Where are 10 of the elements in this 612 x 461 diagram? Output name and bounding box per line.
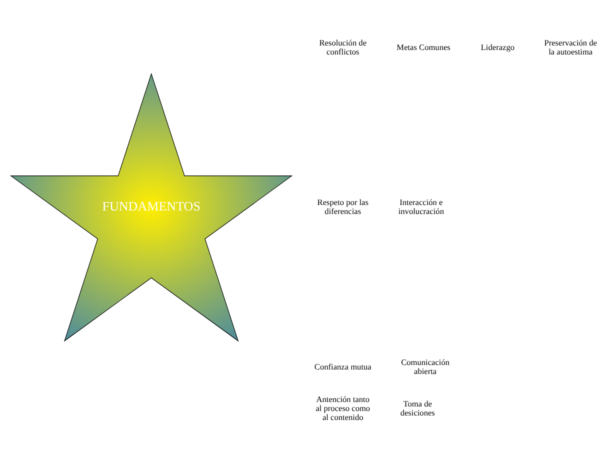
label: Confianza mutua (314, 362, 372, 372)
label: Metas Comunes (396, 42, 450, 52)
label: Preservación de la autoestima (544, 38, 598, 56)
label: Liderazgo (480, 42, 515, 52)
label: Interacción e involucración (398, 198, 444, 216)
label: Respeto por las diferencias (317, 198, 368, 216)
label: Toma de desiciones (400, 400, 435, 418)
label: Antención tanto al proceso como al contenido (316, 395, 370, 422)
label: Resolución de conflictos (319, 38, 367, 56)
label: Comunicación abierta (401, 358, 450, 376)
